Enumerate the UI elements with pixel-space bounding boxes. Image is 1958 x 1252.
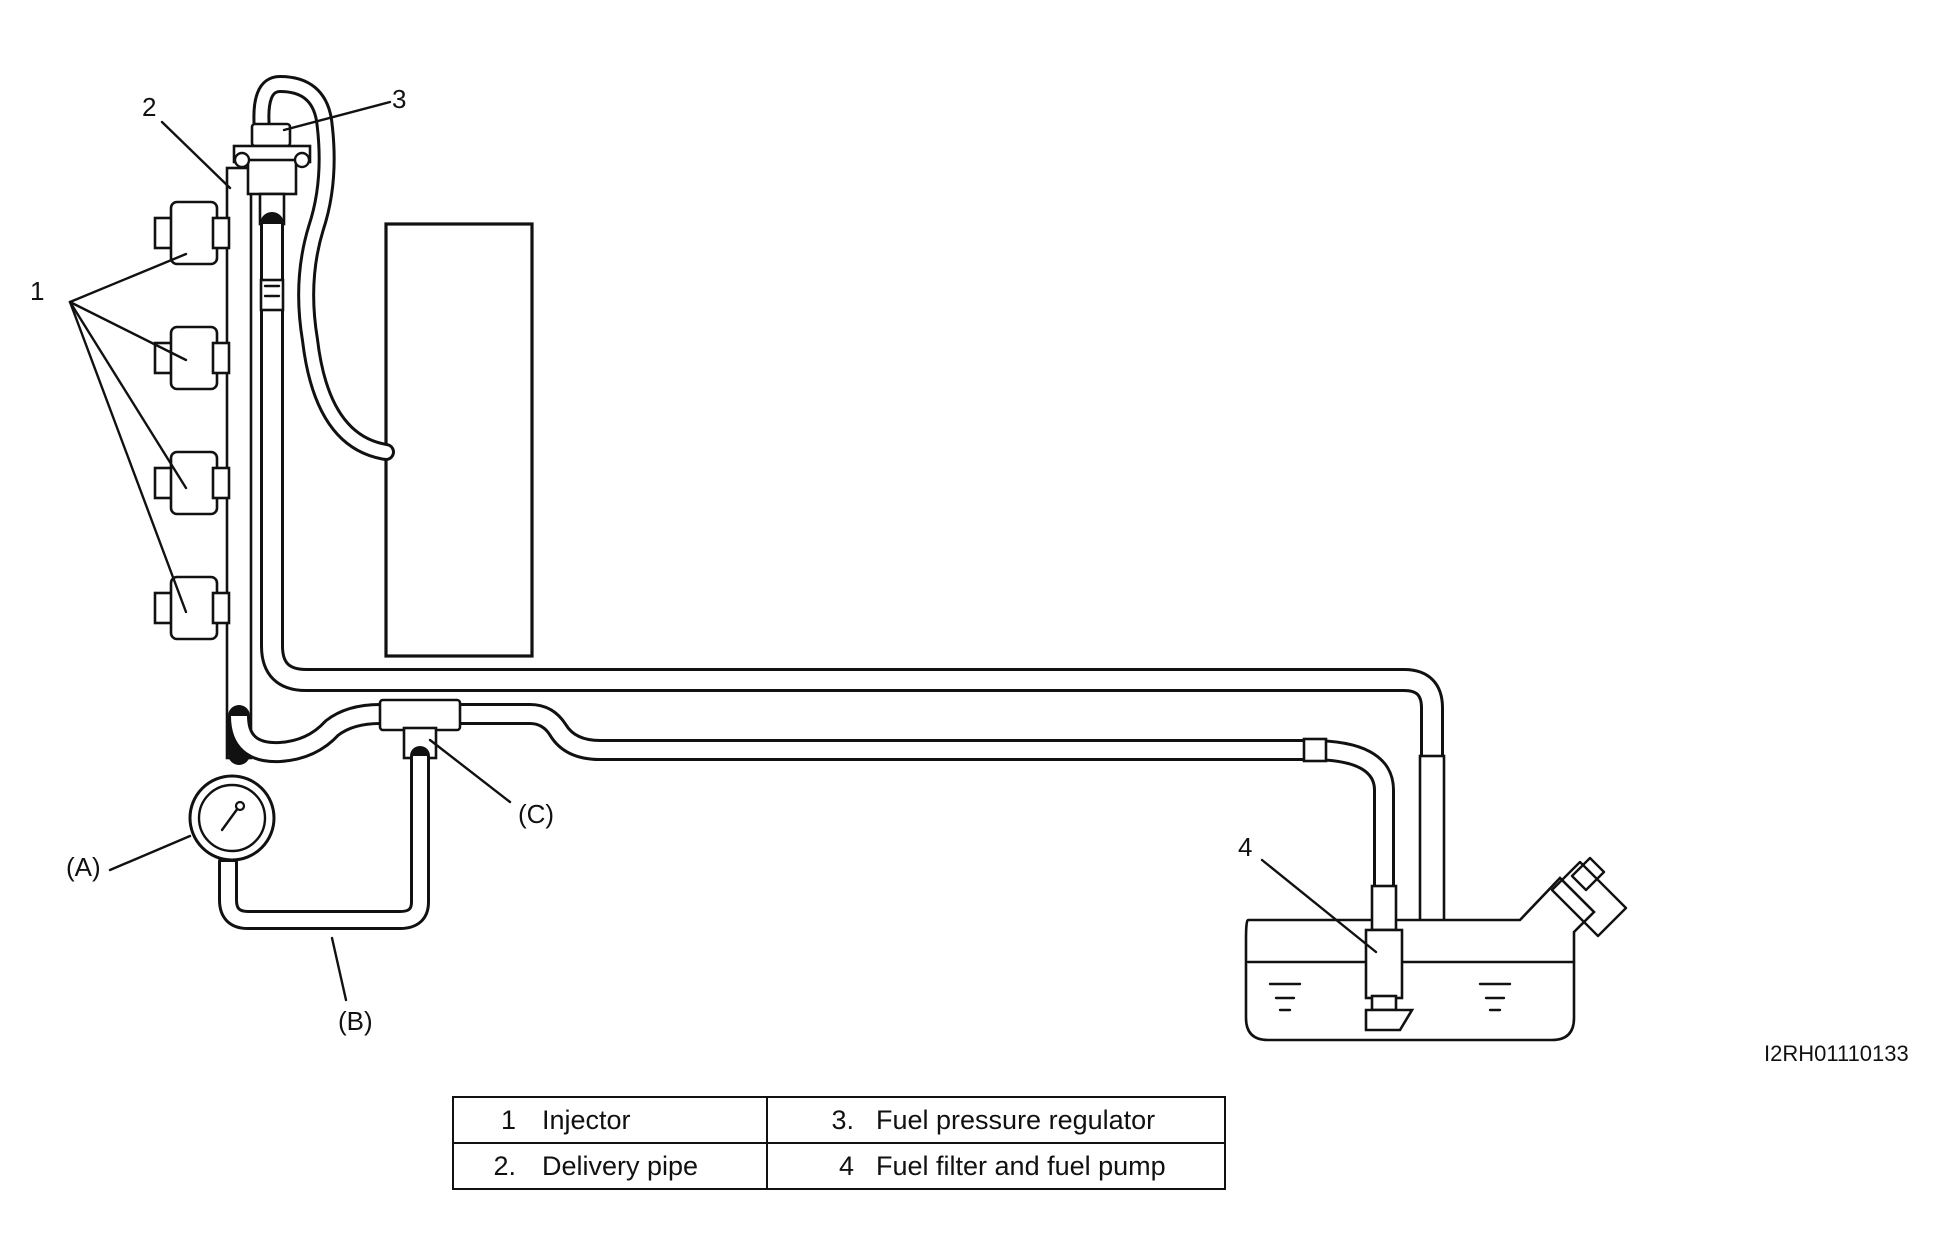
callout-hose: (B) xyxy=(338,1006,373,1036)
feed-line xyxy=(228,703,1395,899)
legend-number: 3. xyxy=(831,1104,854,1135)
legend-text: Fuel pressure regulator xyxy=(876,1104,1156,1135)
leader-lines xyxy=(68,100,1378,1002)
legend-number: 1 xyxy=(500,1104,516,1135)
callout-injector: 1 xyxy=(30,276,44,306)
return-line xyxy=(259,212,1446,980)
engine-block xyxy=(384,222,534,658)
legend-text: Injector xyxy=(542,1104,631,1135)
pressure-gauge xyxy=(188,774,276,862)
callout-tee: (C) xyxy=(518,799,554,829)
legend-cell: 4 Fuel filter and fuel pump xyxy=(766,1142,1226,1190)
legend-text: Fuel filter and fuel pump xyxy=(876,1150,1166,1181)
callout-gauge: (A) xyxy=(66,852,101,882)
injector-3 xyxy=(153,450,231,516)
legend-row: 1 Injector 3. Fuel pressure regulator xyxy=(452,1096,1226,1144)
callout-delivery-pipe: 2 xyxy=(142,92,156,122)
callout-regulator: 3 xyxy=(392,84,406,114)
legend-number: 4 xyxy=(838,1150,854,1181)
legend-cell: 1 Injector xyxy=(452,1096,768,1144)
delivery-pipe xyxy=(225,166,253,760)
figure-code: I2RH01110133 xyxy=(1764,1041,1909,1066)
legend-row: 2. Delivery pipe 4 Fuel filter and fuel pu… xyxy=(452,1142,1226,1190)
injector-2 xyxy=(153,325,231,391)
legend-number: 2. xyxy=(493,1150,516,1181)
injector-4 xyxy=(153,575,231,641)
legend-table: 1 Injector 3. Fuel pressure regulator 2. De… xyxy=(452,1096,1226,1190)
fuel-pressure-regulator xyxy=(232,122,312,226)
legend-cell: 3. Fuel pressure regulator xyxy=(766,1096,1226,1144)
callout-pump: 4 xyxy=(1238,832,1252,862)
legend-cell: 2. Delivery pipe xyxy=(452,1142,768,1190)
gauge-hose xyxy=(218,746,430,930)
fuel-tank xyxy=(1244,856,1628,1042)
fuel-filter-and-pump xyxy=(1364,884,1415,1032)
injector-1 xyxy=(153,200,231,266)
legend-text: Delivery pipe xyxy=(542,1150,699,1181)
vacuum-hose xyxy=(252,75,395,461)
